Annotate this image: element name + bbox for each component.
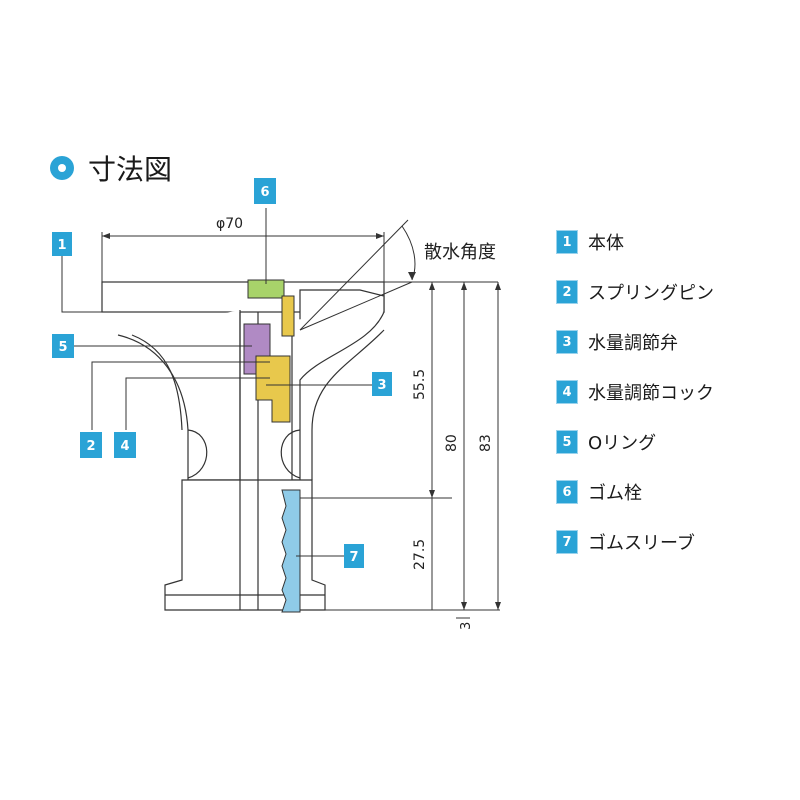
- body-right-flare: [291, 311, 385, 481]
- legend-item-4: 4 水量調節コック: [556, 380, 714, 404]
- valve-part: [255, 355, 291, 423]
- rubber-sleeve-part: [281, 489, 301, 613]
- callout-4: 4: [114, 432, 136, 458]
- legend-num: 5: [556, 430, 578, 454]
- dim-3: 3: [459, 622, 474, 630]
- callout-3: 3: [372, 372, 392, 396]
- legend-label: 水量調節コック: [588, 383, 714, 404]
- body-lower: [164, 479, 326, 611]
- legend-label: スプリングピン: [588, 283, 714, 304]
- legend-label: ゴム栓: [588, 483, 642, 504]
- legend-item-5: 5 Oリング: [556, 430, 656, 454]
- legend-label: ゴムスリーブ: [588, 533, 695, 554]
- spring-pin-part: [281, 295, 295, 337]
- legend-num: 2: [556, 280, 578, 304]
- legend-num: 3: [556, 330, 578, 354]
- svg-text:2: 2: [86, 439, 95, 454]
- spray-angle-label: 散水角度: [424, 242, 496, 263]
- callout-6: 6: [254, 178, 276, 204]
- svg-text:3: 3: [377, 378, 386, 393]
- legend-num: 1: [556, 230, 578, 254]
- callout-5: 5: [52, 334, 74, 358]
- page-heading: 寸法図: [50, 148, 172, 188]
- legend-item-7: 7 ゴムスリーブ: [556, 530, 695, 554]
- callout-7: 7: [344, 544, 364, 568]
- legend-label: 本体: [588, 233, 624, 254]
- svg-text:7: 7: [349, 550, 358, 565]
- legend-item-6: 6 ゴム栓: [556, 480, 642, 504]
- legend-label: 水量調節弁: [588, 333, 678, 354]
- callout-1: 1: [52, 232, 72, 256]
- body-left-flare: [117, 310, 241, 481]
- legend-label: Oリング: [588, 433, 657, 454]
- dim-83: 83: [478, 434, 494, 452]
- legend-item-1: 1 本体: [556, 230, 624, 254]
- dim-55: 55.5: [412, 369, 428, 400]
- legend-num: 7: [556, 530, 578, 554]
- legend-num: 6: [556, 480, 578, 504]
- page-title: 寸法図: [88, 153, 173, 186]
- svg-text:5: 5: [58, 340, 67, 355]
- diameter-label: φ70: [216, 216, 243, 232]
- dim-80: 80: [444, 434, 460, 452]
- dim-27: 27.5: [412, 539, 428, 570]
- svg-text:4: 4: [120, 439, 129, 454]
- callout-2: 2: [80, 432, 102, 458]
- svg-text:6: 6: [260, 185, 269, 200]
- legend-item-2: 2 スプリングピン: [556, 280, 714, 304]
- legend-item-3: 3 水量調節弁: [556, 330, 678, 354]
- svg-text:1: 1: [57, 238, 66, 253]
- bullet-icon: [50, 156, 74, 180]
- legend-num: 4: [556, 380, 578, 404]
